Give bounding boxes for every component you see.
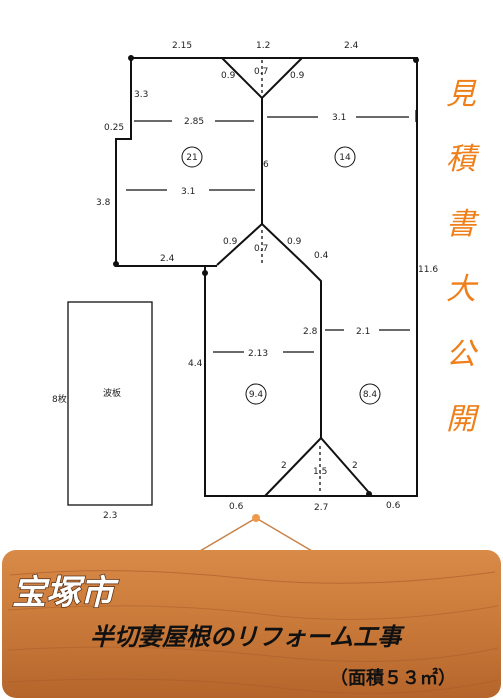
label-33: 3.3	[134, 90, 148, 100]
label-215: 2.15	[172, 41, 192, 51]
label-213: 2.13	[248, 349, 268, 359]
label-44: 4.4	[188, 359, 203, 369]
sheet-label: 波板	[103, 387, 121, 399]
banner-project: 半切妻屋根のリフォーム工事	[90, 623, 405, 651]
banner-city: 宝塚市	[12, 573, 119, 613]
dimension-lines	[126, 110, 417, 353]
title-char-1: 見	[446, 77, 476, 112]
label-23: 2.3	[103, 511, 117, 521]
title-char-6: 開	[446, 402, 476, 437]
label-24-top: 2.4	[344, 41, 359, 51]
label-04: 0.4	[314, 251, 329, 261]
label-27: 2.7	[314, 503, 328, 513]
sheet-count: 8枚	[52, 393, 67, 405]
dimension-labels: 2.15 1.2 2.4 0.9 0.7 0.9 3.3 0.25 2.85 3…	[96, 41, 438, 513]
label-31-top: 3.1	[332, 113, 346, 123]
middle-gable-triangle	[216, 222, 306, 266]
label-07-a: 0.7	[254, 67, 268, 77]
area-14: 14	[339, 153, 351, 163]
title-char-2: 積	[446, 142, 476, 177]
label-06-b: 0.6	[386, 501, 401, 511]
label-6: 6	[263, 160, 269, 170]
label-09-c: 0.9	[223, 237, 238, 247]
label-09-a: 0.9	[221, 71, 236, 81]
label-28: 2.8	[303, 327, 318, 337]
area-84: 8.4	[363, 390, 378, 400]
label-09-d: 0.9	[287, 237, 302, 247]
upper-roof-outline	[115, 57, 418, 497]
label-09-b: 0.9	[290, 71, 305, 81]
lower-gable-triangle	[264, 436, 373, 497]
label-07-b: 0.7	[254, 244, 268, 254]
label-31-mid: 3.1	[181, 187, 195, 197]
title-char-5: 公	[446, 337, 476, 372]
banner-area: （面積５３㎡）	[330, 667, 456, 689]
label-2-a: 2	[281, 461, 287, 471]
label-2-b: 2	[352, 461, 358, 471]
sign-pin	[252, 514, 260, 522]
area-94: 9.4	[249, 390, 264, 400]
label-12: 1.2	[256, 41, 270, 51]
label-38: 3.8	[96, 198, 111, 208]
vertical-title: 見 積 書 大 公 開	[438, 62, 484, 452]
valley-line	[304, 264, 322, 438]
label-285: 2.85	[184, 117, 204, 127]
label-06-a: 0.6	[229, 502, 244, 512]
label-116: 11.6	[418, 265, 438, 275]
label-025: 0.25	[104, 123, 124, 133]
corrugated-sheet-panel: 8枚 波板 2.3	[52, 301, 153, 521]
hanging-sign: 宝塚市 半切妻屋根のリフォーム工事 （面積５３㎡）	[2, 514, 501, 698]
title-char-4: 大	[446, 272, 476, 307]
label-21: 2.1	[356, 327, 370, 337]
corner-dots	[113, 55, 419, 497]
title-char-3: 書	[446, 207, 476, 242]
label-24-mid: 2.4	[160, 254, 175, 264]
area-markers: 21 14 9.4 8.4	[181, 146, 381, 405]
label-15: 1.5	[313, 467, 327, 477]
area-21: 21	[186, 153, 197, 163]
